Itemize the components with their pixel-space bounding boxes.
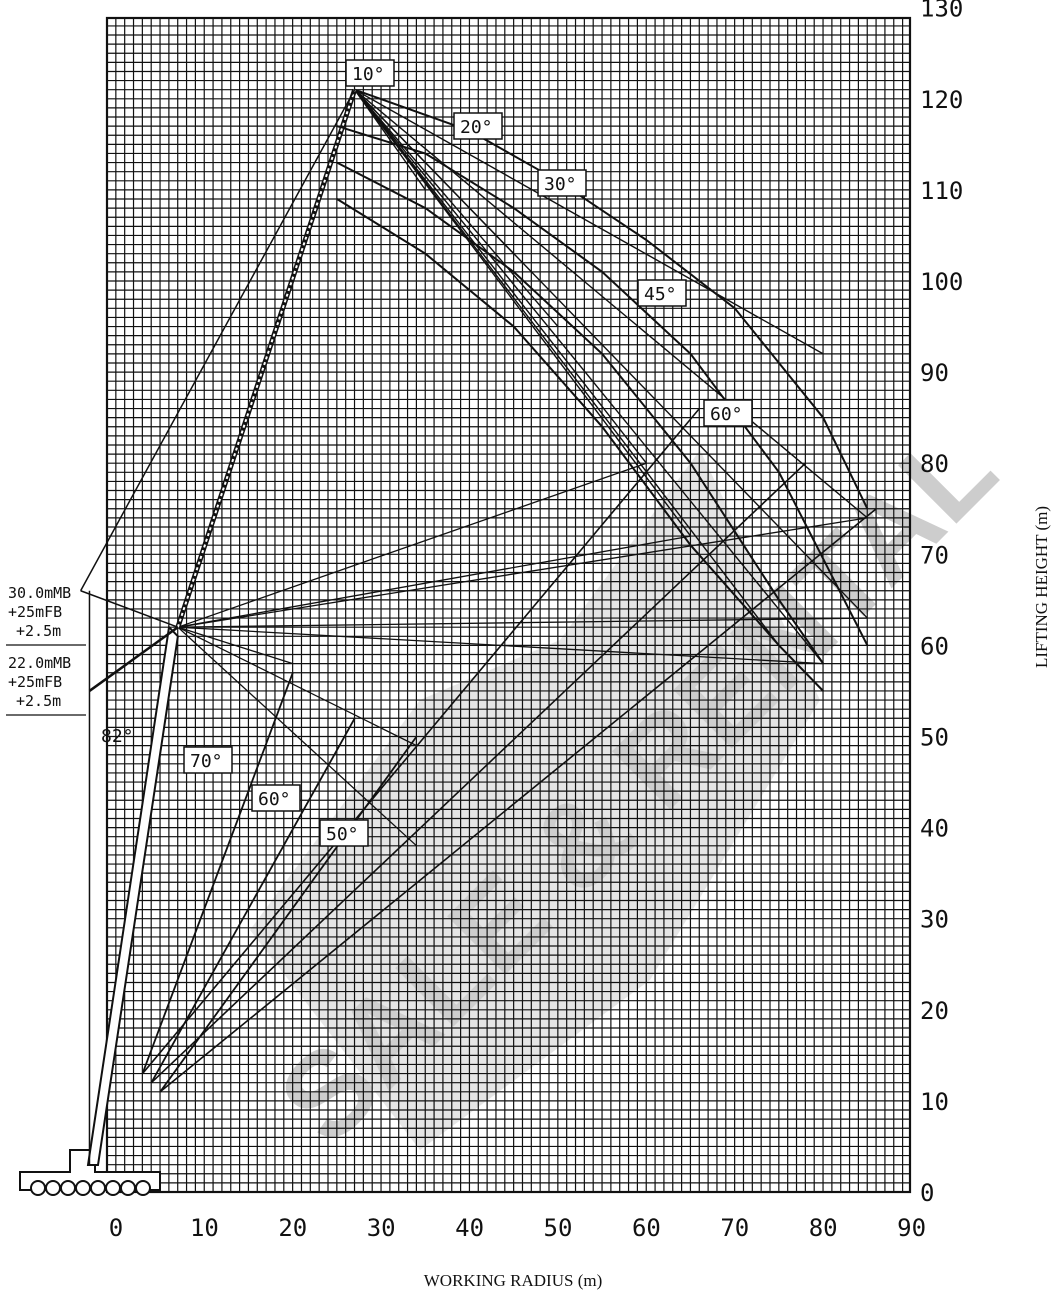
wheel-icon xyxy=(30,1180,46,1196)
y-tick-label: 80 xyxy=(920,450,949,478)
chart-curves xyxy=(141,88,877,1093)
angle-label-box xyxy=(453,112,503,140)
jib-range-line xyxy=(354,89,824,665)
angle-label-box xyxy=(251,784,301,812)
jib-angle-label: 30° xyxy=(544,174,577,195)
angle-label-box xyxy=(183,746,233,774)
jib-range-line xyxy=(354,89,426,191)
strut-line xyxy=(88,626,179,692)
boom-angle-line xyxy=(141,672,294,1074)
jib-range-line xyxy=(354,89,780,646)
x-tick-label: 0 xyxy=(109,1214,123,1242)
watermark-logo: SALE & RENTAL xyxy=(250,401,1021,1168)
x-axis-title: WORKING RADIUS (m) xyxy=(424,1271,602,1290)
y-axis-title: LIFTING HEIGHT (m) xyxy=(1032,506,1051,668)
y-tick-label: 20 xyxy=(920,997,949,1025)
angle-label-box xyxy=(703,399,753,427)
pivot-range-line xyxy=(177,626,417,847)
jib-lattice-pattern xyxy=(176,89,356,628)
y-tick-label: 70 xyxy=(920,541,949,569)
x-tick-label: 20 xyxy=(278,1214,307,1242)
angle-label-box xyxy=(319,819,369,847)
luffing-line xyxy=(79,89,356,592)
boom-range-line xyxy=(150,462,807,1084)
jib-angle-label: 20° xyxy=(460,117,493,138)
pivot-range-line xyxy=(177,462,647,628)
y-tick-label: 30 xyxy=(920,906,949,934)
wheel-icon xyxy=(135,1180,151,1196)
jib-range-line xyxy=(354,89,647,464)
y-tick-label: 40 xyxy=(920,815,949,843)
main-boom-angle-label: 82° xyxy=(101,726,134,747)
y-tick-label: 60 xyxy=(920,632,949,660)
pivot-range-line xyxy=(177,626,293,665)
main-boom xyxy=(86,625,179,1166)
y-tick-label: 0 xyxy=(920,1179,934,1207)
x-tick-label: 10 xyxy=(190,1214,219,1242)
boom-angle-label: 70° xyxy=(190,751,223,772)
y-tick-label: 10 xyxy=(920,1088,949,1116)
y-tick-label: 110 xyxy=(920,177,963,205)
jib-range-line xyxy=(354,89,868,519)
chart-grid xyxy=(105,16,912,1194)
luffing-line xyxy=(80,590,179,628)
jib-range-line xyxy=(354,89,692,537)
boom-angle-label: 50° xyxy=(326,824,359,845)
y-tick-label: 90 xyxy=(920,359,949,387)
angle-label-box xyxy=(637,279,687,307)
jib-angle-label: 10° xyxy=(352,64,385,85)
x-tick-label: 80 xyxy=(809,1214,838,1242)
y-tick-label: 100 xyxy=(920,268,963,296)
angle-label-box xyxy=(537,169,587,197)
x-tick-label: 90 xyxy=(897,1214,926,1242)
x-tick-label: 70 xyxy=(720,1214,749,1242)
configuration-label: +25mFB xyxy=(8,603,62,621)
configuration-label: 22.0mMB xyxy=(8,654,71,672)
wheel-icon xyxy=(75,1180,91,1196)
wheel-icon xyxy=(60,1180,76,1196)
configuration-label: +25mFB xyxy=(8,673,62,691)
boom-range-line xyxy=(159,508,877,1093)
wheel-icon xyxy=(45,1180,61,1196)
y-tick-label: 50 xyxy=(920,724,949,752)
x-tick-label: 30 xyxy=(367,1214,396,1242)
configuration-label: +2.5m xyxy=(16,692,61,710)
wheel-icon xyxy=(120,1180,136,1196)
y-tick-label: 120 xyxy=(920,86,963,114)
x-tick-label: 40 xyxy=(455,1214,484,1242)
crane-silhouette xyxy=(19,88,358,1196)
boom-angle-label: 60° xyxy=(258,789,291,810)
wheel-icon xyxy=(90,1180,106,1196)
envelope-line xyxy=(336,161,825,665)
axis-ticks: 0 10 20 30 40 50 60 70 80 90 0 10 20 30 40 50 60 70 80 90 10… xyxy=(109,0,964,1242)
envelope-line xyxy=(336,125,869,646)
pivot-range-line xyxy=(177,535,691,628)
boom-range-line xyxy=(141,408,701,1075)
wheel-icon xyxy=(105,1180,121,1196)
jib-range-line xyxy=(354,89,559,328)
pivot-range-line xyxy=(177,617,868,628)
configuration-label: +2.5m xyxy=(16,622,61,640)
x-tick-label: 60 xyxy=(632,1214,661,1242)
x-tick-label: 50 xyxy=(544,1214,573,1242)
configuration-label: 30.0mMB xyxy=(8,584,71,602)
boom-angle-line xyxy=(159,735,418,1093)
jib-angle-label: 60° xyxy=(710,404,743,425)
chart-annotations: 10°20°30°45°60°70°60°50°82°30.0mMB+25mFB… xyxy=(6,59,753,847)
pivot-range-line xyxy=(177,517,868,628)
jib-angle-label: 45° xyxy=(644,284,677,305)
plot-frame xyxy=(105,16,912,1194)
pivot-range-line xyxy=(177,626,417,747)
angle-label-box xyxy=(345,59,395,87)
y-tick-label: 130 xyxy=(920,0,963,23)
jib-range-line xyxy=(354,89,824,355)
jib-range-line xyxy=(354,89,515,255)
